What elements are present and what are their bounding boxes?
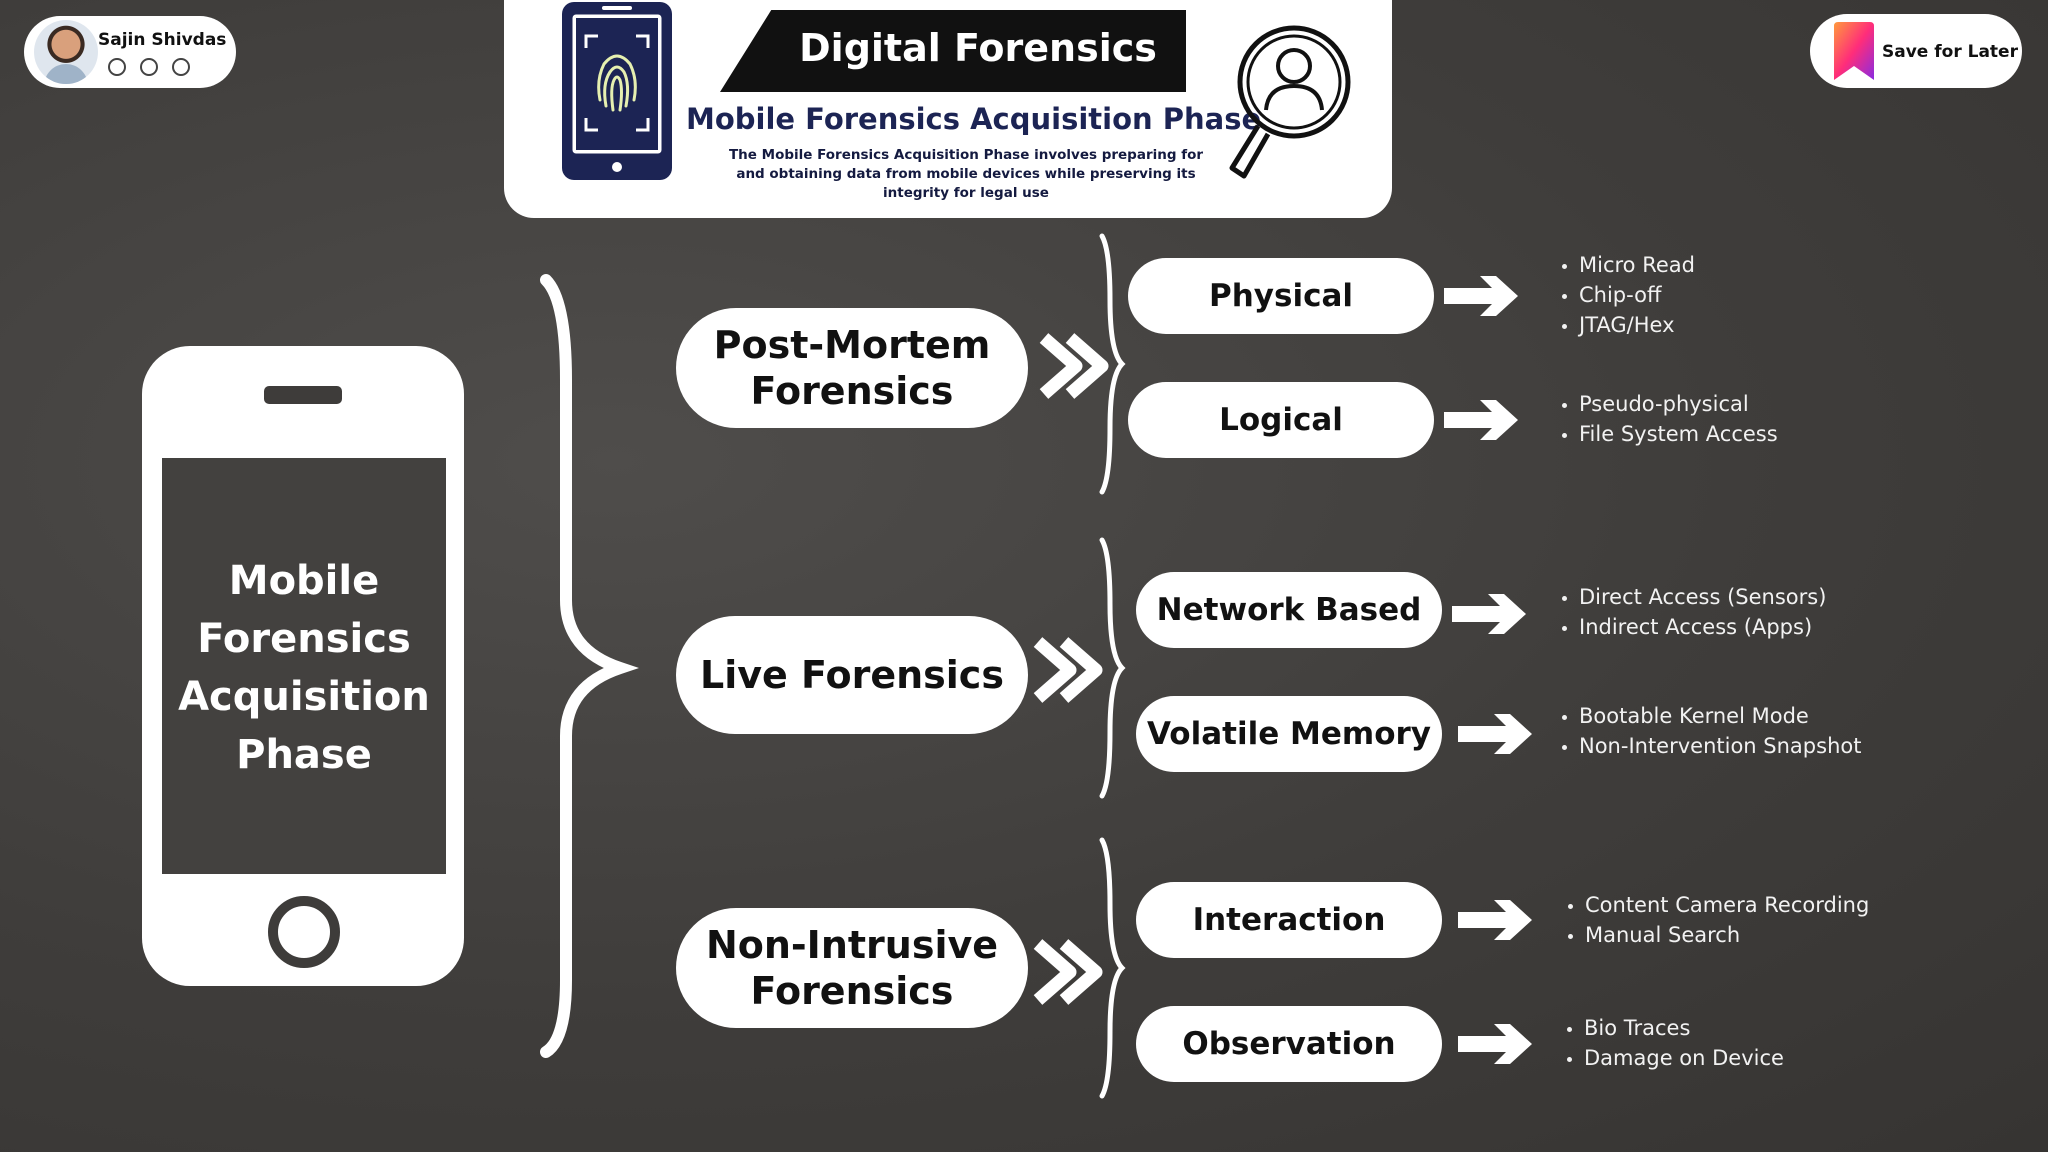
- phone-speaker: [264, 386, 342, 404]
- method-network-based: Network Based: [1136, 572, 1442, 648]
- phone-home-button: [268, 896, 340, 968]
- interaction-items: Content Camera Recording Manual Search: [1551, 890, 1869, 950]
- method-physical: Physical: [1128, 258, 1434, 334]
- avatar: [34, 20, 98, 84]
- brace-live: [1099, 537, 1126, 799]
- list-item: Pseudo-physical: [1579, 389, 1778, 419]
- observation-items: Bio Traces Damage on Device: [1550, 1013, 1784, 1073]
- phone-fingerprint-icon: [562, 2, 672, 180]
- list-item: Indirect Access (Apps): [1579, 612, 1826, 642]
- brace-non-intrusive: [1099, 837, 1126, 1099]
- phone-screen: [162, 458, 446, 874]
- list-item: JTAG/Hex: [1579, 310, 1695, 340]
- arrow-right-icon: [1444, 276, 1532, 1064]
- list-item: Micro Read: [1579, 250, 1695, 280]
- phone-title: Mobile Forensics Acquisition Phase: [178, 558, 430, 778]
- header-banner: [720, 10, 1186, 92]
- method-volatile-memory: Volatile Memory: [1136, 696, 1442, 772]
- bookmark-icon: [1834, 22, 1874, 80]
- branch-live: Live Forensics: [676, 616, 1028, 734]
- physical-items: Micro Read Chip-off JTAG/Hex: [1545, 250, 1695, 340]
- author-name: Sajin Shivdas: [98, 30, 227, 50]
- list-item: Direct Access (Sensors): [1579, 582, 1826, 612]
- list-item: Manual Search: [1585, 920, 1869, 950]
- main-brace: [540, 274, 639, 1058]
- save-label: Save for Later: [1882, 42, 2018, 62]
- list-item: File System Access: [1579, 419, 1778, 449]
- pinterest-icon[interactable]: [140, 58, 158, 76]
- branch-post-mortem: Post-Mortem Forensics: [676, 308, 1028, 428]
- list-item: Non-Intervention Snapshot: [1579, 731, 1861, 761]
- list-item: Bio Traces: [1584, 1013, 1784, 1043]
- magnifier-user-icon: [1229, 25, 1351, 179]
- network-based-items: Direct Access (Sensors) Indirect Access …: [1545, 582, 1826, 642]
- header-banner-title: Digital Forensics: [799, 26, 1157, 70]
- chevron-double-icon: [1033, 333, 1109, 1005]
- logical-items: Pseudo-physical File System Access: [1545, 389, 1778, 449]
- list-item: Chip-off: [1579, 280, 1695, 310]
- method-observation: Observation: [1136, 1006, 1442, 1082]
- method-interaction: Interaction: [1136, 882, 1442, 958]
- header-description: The Mobile Forensics Acquisition Phase i…: [728, 147, 1204, 201]
- list-item: Content Camera Recording: [1585, 890, 1869, 920]
- author-badge[interactable]: Sajin Shivdas: [24, 16, 236, 88]
- list-item: Bootable Kernel Mode: [1579, 701, 1861, 731]
- method-logical: Logical: [1128, 382, 1434, 458]
- list-item: Damage on Device: [1584, 1043, 1784, 1073]
- brace-post-mortem: [1099, 233, 1126, 495]
- phone-illustration: [142, 346, 464, 986]
- globe-icon[interactable]: [172, 58, 190, 76]
- branch-non-intrusive: Non-Intrusive Forensics: [676, 908, 1028, 1028]
- header-subtitle: Mobile Forensics Acquisition Phase: [686, 102, 1262, 136]
- volatile-memory-items: Bootable Kernel Mode Non-Intervention Sn…: [1545, 701, 1861, 761]
- linkedin-icon[interactable]: [108, 58, 126, 76]
- save-for-later-button[interactable]: Save for Later: [1810, 14, 2022, 88]
